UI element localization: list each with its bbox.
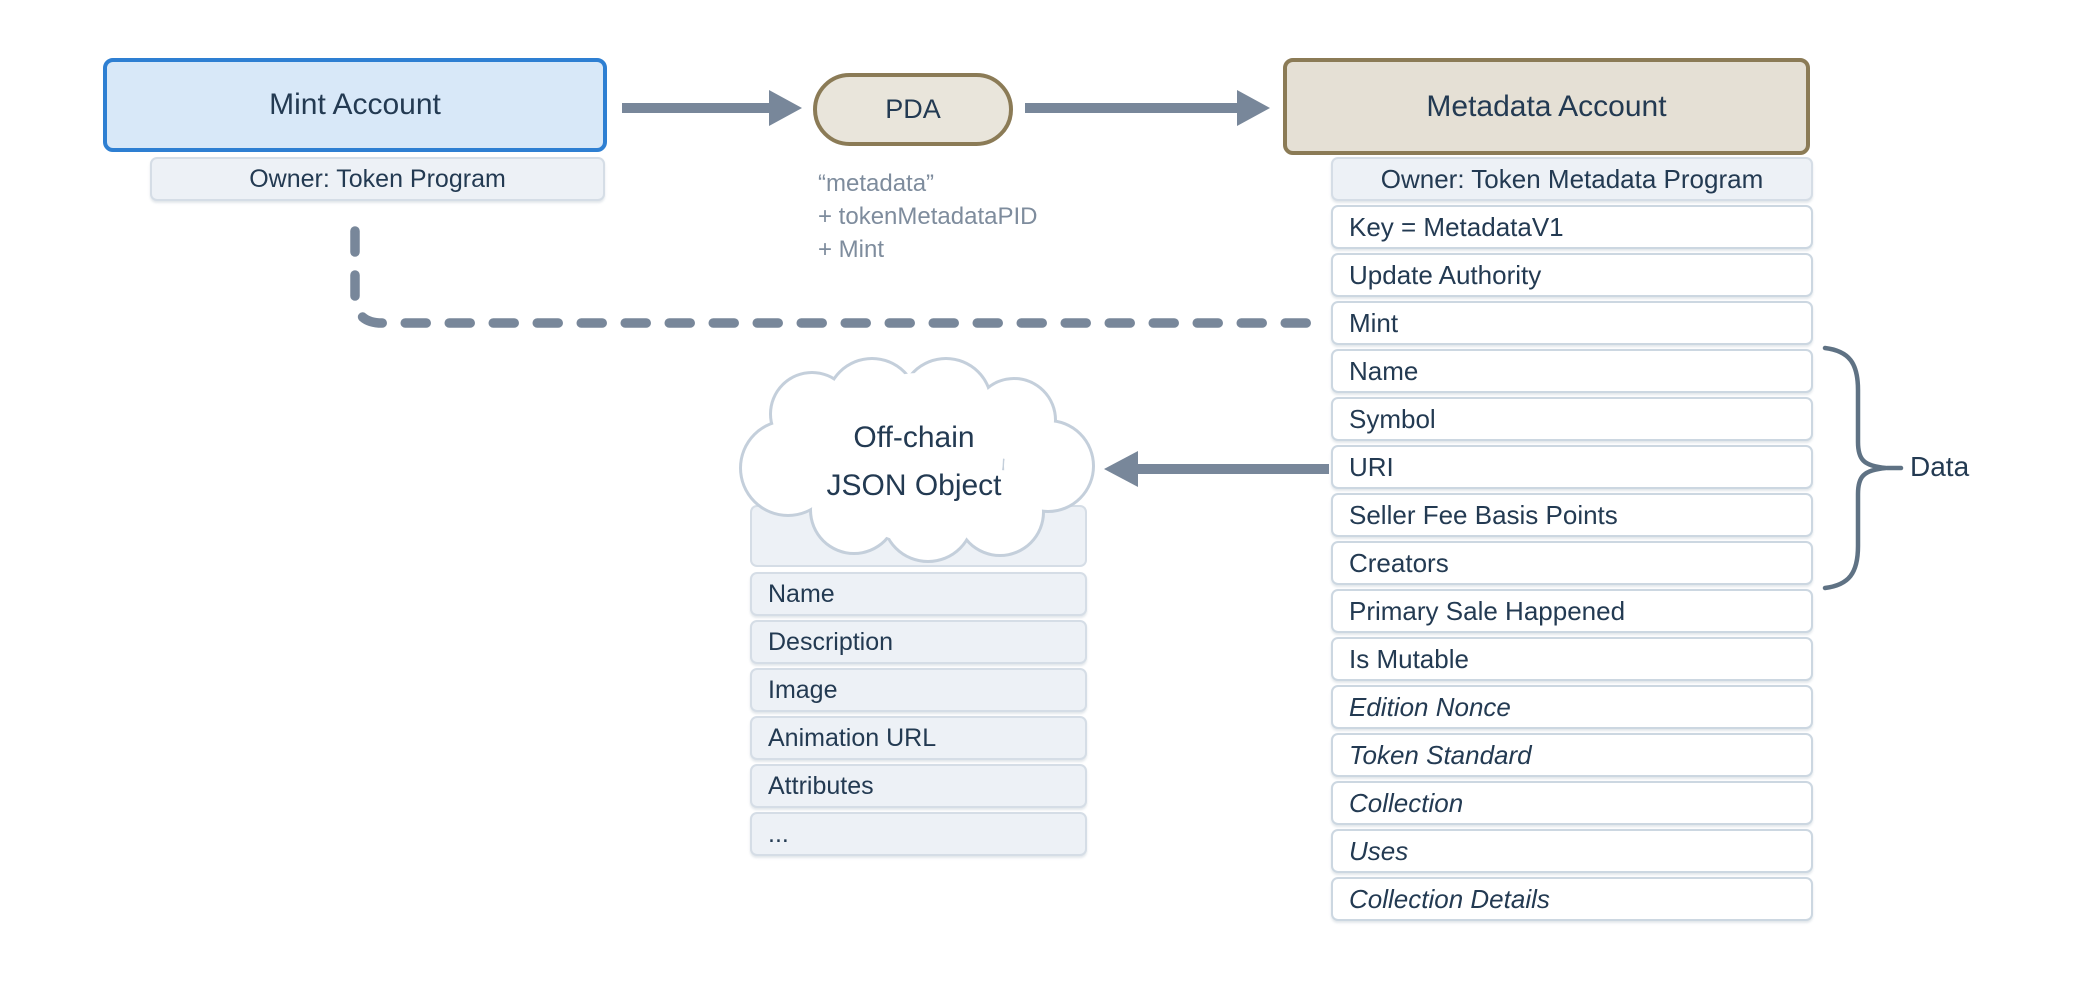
json-row-label: Name — [768, 579, 835, 608]
metadata-owner-row: Owner: Token Metadata Program — [1331, 157, 1813, 201]
json-row: Animation URL — [750, 716, 1087, 760]
metadata-row-label: Name — [1349, 355, 1419, 386]
pda-seed-line: “metadata” — [818, 170, 935, 197]
metadata-owner-label: Owner: Token Metadata Program — [1380, 163, 1764, 194]
json-rows: Name Description Image Animation URL Att… — [750, 572, 1087, 856]
metadata-row: Creators — [1331, 541, 1813, 585]
pda-seed-line: + tokenMetadataPID — [818, 203, 1038, 230]
pda-seed-line: + Mint — [818, 236, 885, 263]
mint-account-title: Mint Account — [269, 88, 441, 121]
metadata-row: Key = MetadataV1 — [1331, 205, 1813, 249]
json-row-label: Attributes — [768, 771, 874, 800]
metadata-row-label: Token Standard — [1349, 739, 1532, 770]
metadata-field-rows: Key = MetadataV1 Update Authority Mint N… — [1331, 205, 1813, 921]
metadata-row-label: Edition Nonce — [1349, 691, 1511, 722]
mint-owner-row: Owner: Token Program — [150, 157, 605, 201]
offchain-title-line2: JSON Object — [826, 469, 1002, 502]
json-row: Image — [750, 668, 1087, 712]
metadata-row: URI — [1331, 445, 1813, 489]
metadata-rows: Owner: Token Metadata Program Key = Meta… — [1331, 157, 1813, 921]
arrow-pda-to-metadata — [1025, 90, 1270, 126]
metadata-row: Edition Nonce — [1331, 685, 1813, 729]
offchain-cloud-title: Off-chain JSON Object — [733, 414, 1095, 510]
json-row: ... — [750, 812, 1087, 856]
offchain-title-line1: Off-chain — [853, 421, 975, 454]
json-row: Name — [750, 572, 1087, 616]
metadata-row-label: Is Mutable — [1349, 643, 1469, 674]
metadata-row: Uses — [1331, 829, 1813, 873]
metadata-row: Collection Details — [1331, 877, 1813, 921]
metadata-row: Mint — [1331, 301, 1813, 345]
metadata-row-label: Uses — [1349, 835, 1409, 866]
metadata-row-label: Collection Details — [1349, 883, 1550, 914]
pda-label: PDA — [885, 94, 941, 124]
data-brace — [1822, 345, 1904, 591]
json-row-label: Animation URL — [768, 723, 937, 752]
json-row-label: ... — [768, 819, 789, 848]
pda-pill: PDA — [813, 73, 1013, 146]
metadata-row: Is Mutable — [1331, 637, 1813, 681]
metadata-row-label: Symbol — [1349, 403, 1436, 434]
metadata-row: Name — [1331, 349, 1813, 393]
json-table-header-block — [750, 505, 1087, 567]
json-row: Description — [750, 620, 1087, 664]
metadata-row-label: Collection — [1349, 787, 1464, 818]
metadata-account-box: Metadata Account — [1283, 58, 1810, 155]
mint-account-box: Mint Account — [103, 58, 607, 152]
pda-seeds: “metadata” + tokenMetadataPID + Mint — [818, 167, 1138, 266]
metadata-row: Update Authority — [1331, 253, 1813, 297]
data-brace-label: Data — [1910, 451, 1970, 482]
metadata-row-label: URI — [1349, 451, 1394, 482]
json-row-label: Image — [768, 675, 838, 704]
metadata-row-label: Update Authority — [1349, 259, 1542, 290]
json-row: Attributes — [750, 764, 1087, 808]
mint-owner-label: Owner: Token Program — [249, 164, 506, 193]
metadata-row-label: Mint — [1349, 307, 1399, 338]
metadata-row: Primary Sale Happened — [1331, 589, 1813, 633]
json-row-label: Description — [768, 627, 894, 656]
metadata-row: Seller Fee Basis Points — [1331, 493, 1813, 537]
metadata-row-label: Primary Sale Happened — [1349, 595, 1626, 626]
arrow-mint-to-pda — [622, 90, 802, 126]
metadata-account-title: Metadata Account — [1426, 89, 1667, 123]
metadata-row-label: Seller Fee Basis Points — [1349, 499, 1618, 530]
metadata-row: Symbol — [1331, 397, 1813, 441]
metadata-row: Collection — [1331, 781, 1813, 825]
metadata-row: Token Standard — [1331, 733, 1813, 777]
metadata-row-label: Creators — [1349, 547, 1449, 578]
metadata-row-label: Key = MetadataV1 — [1349, 211, 1564, 242]
arrow-uri-to-cloud — [1104, 451, 1329, 487]
